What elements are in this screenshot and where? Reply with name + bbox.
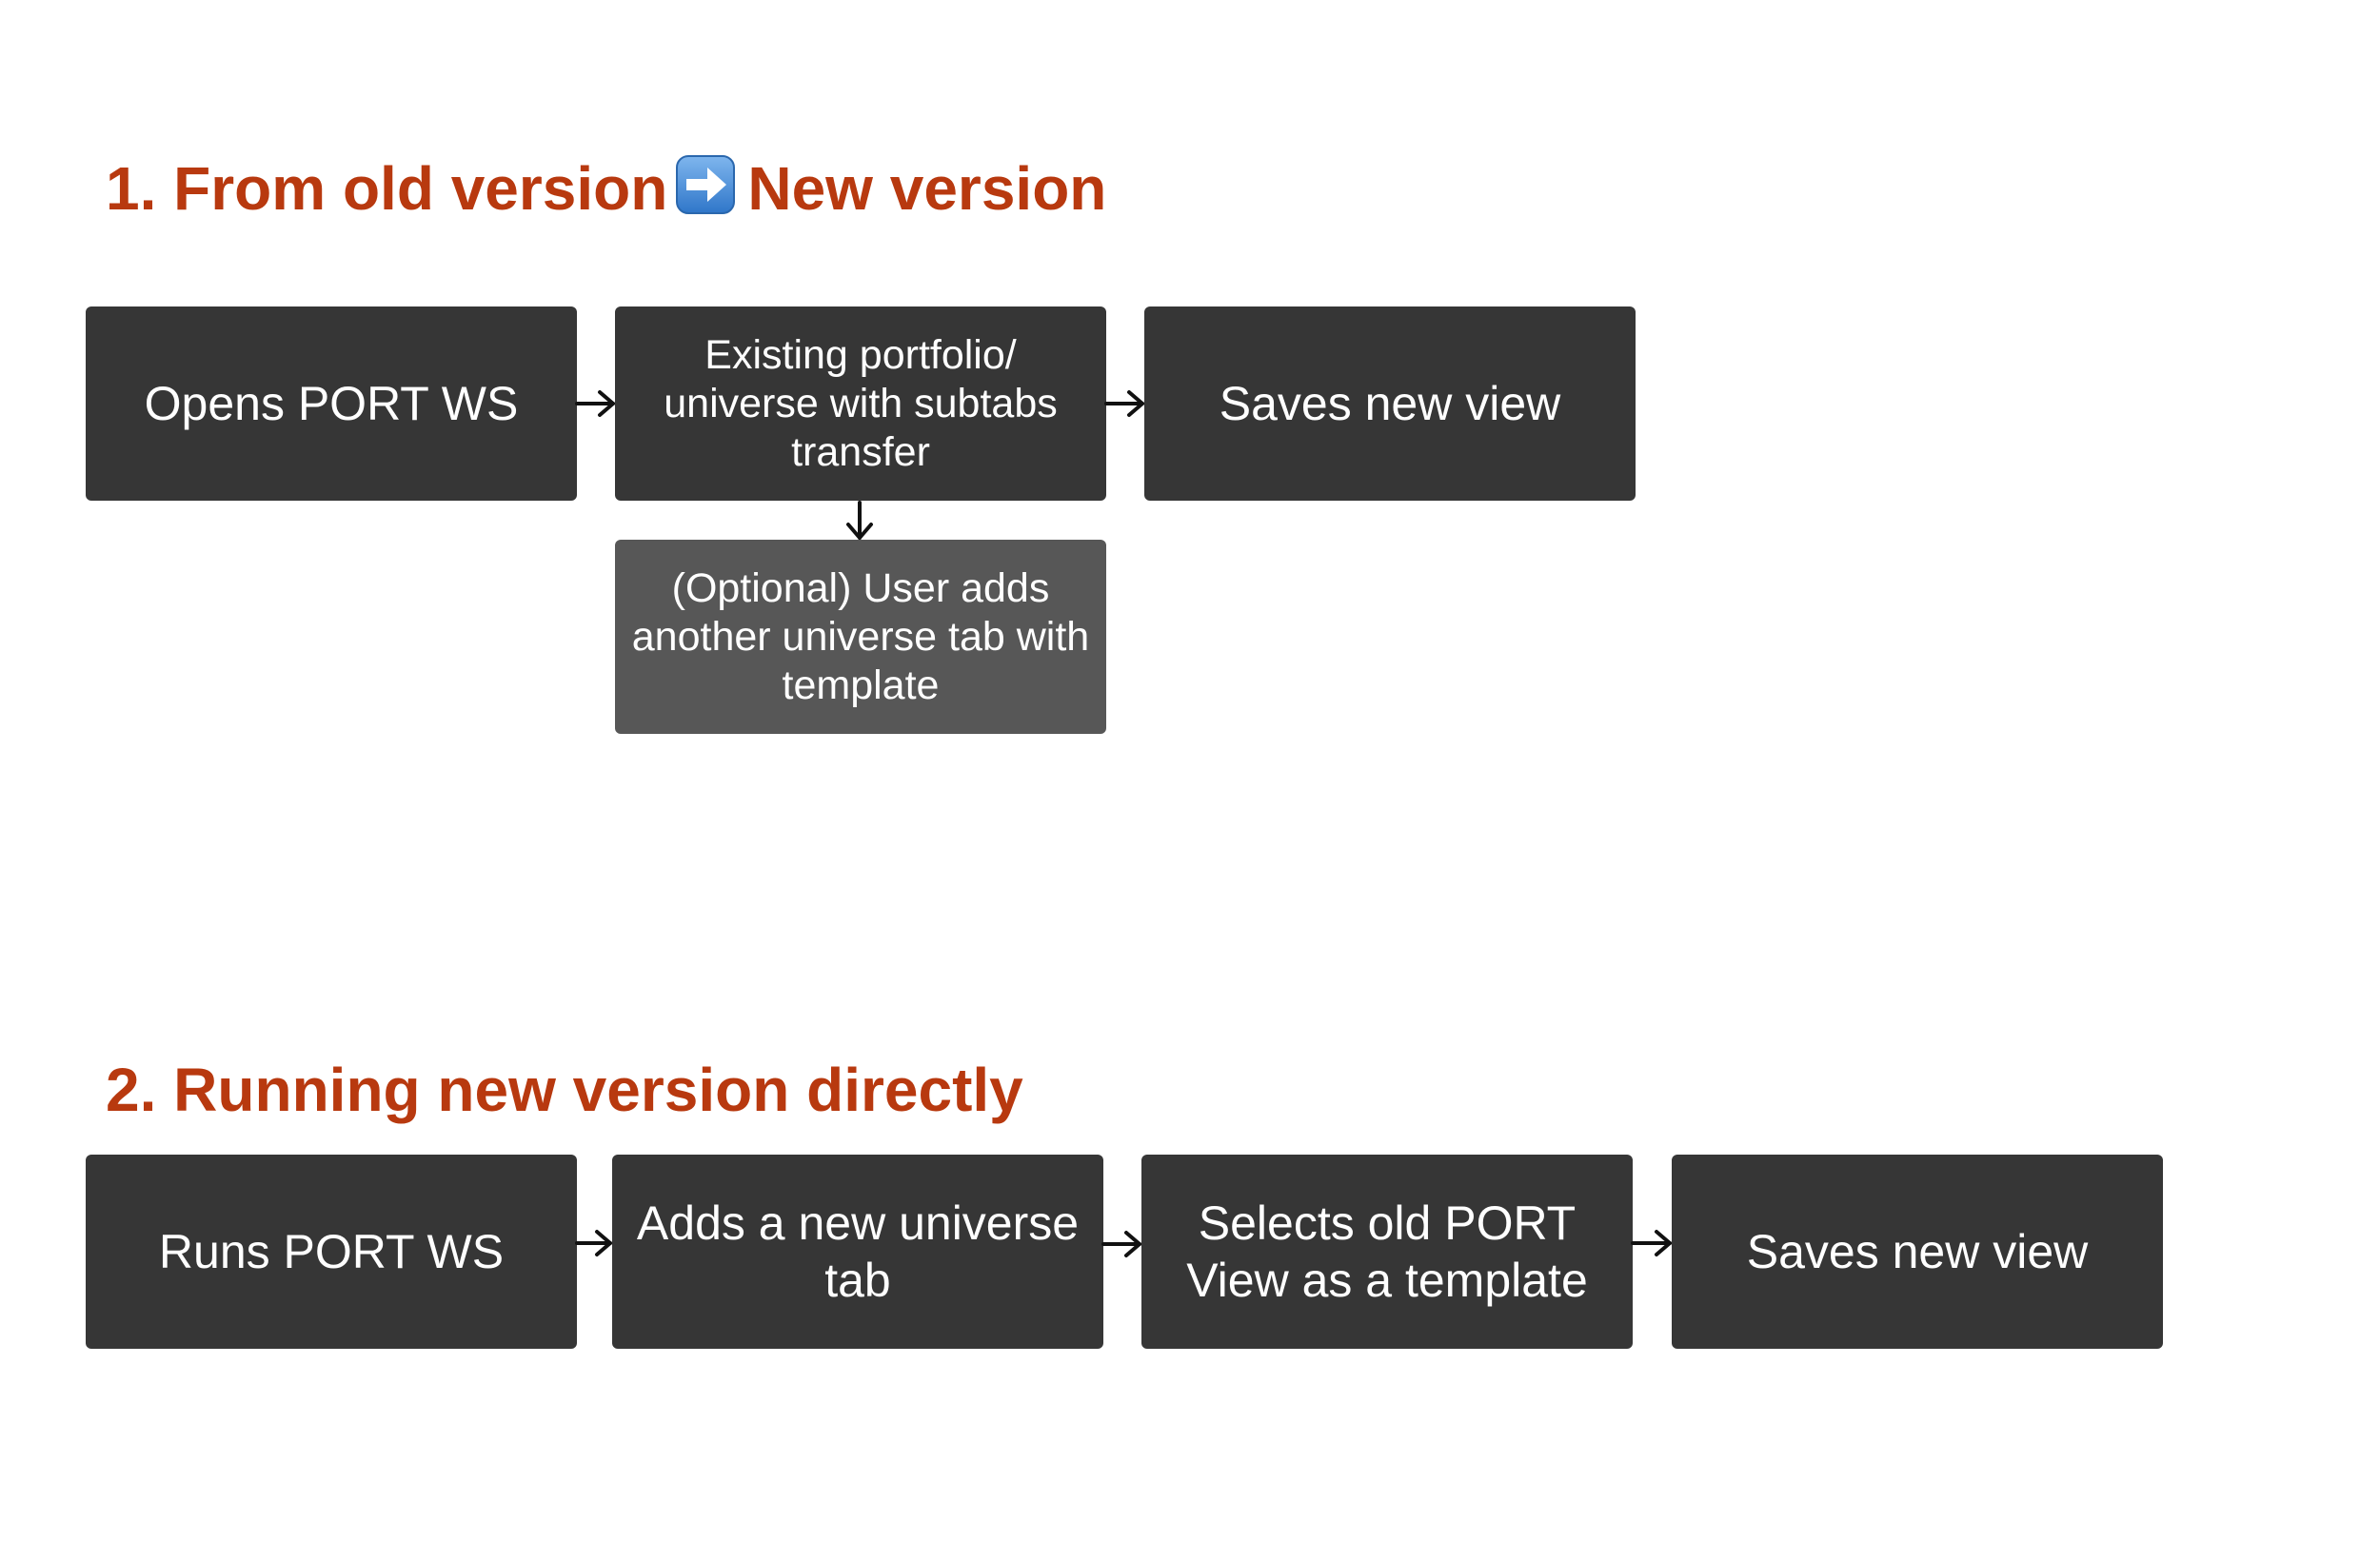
- step-saves-new-view-2: Saves new view: [1672, 1155, 2163, 1349]
- step-label: (Optional) User adds another universe ta…: [631, 564, 1090, 708]
- connector-arrow: [1631, 1230, 1672, 1256]
- right-arrow-emoji-icon: [675, 154, 736, 215]
- connector-arrow-down: [846, 501, 873, 540]
- step-label: Selects old PORT View as a template: [1186, 1196, 1588, 1307]
- connector-arrow: [575, 1230, 612, 1256]
- section-1-title-suffix: New version: [747, 154, 1107, 223]
- step-label: Saves new view: [1219, 377, 1561, 430]
- step-saves-new-view-1: Saves new view: [1144, 306, 1636, 501]
- step-runs-port-ws: Runs PORT WS: [86, 1155, 577, 1349]
- step-opens-port-ws: Opens PORT WS: [86, 306, 577, 501]
- step-existing-portfolio-transfer: Existing portfolio/ universe with subtab…: [615, 306, 1106, 501]
- connector-arrow: [1101, 1231, 1141, 1257]
- step-label: Saves new view: [1746, 1225, 2089, 1278]
- section-2-heading: 2. Running new version directly: [106, 1056, 1023, 1124]
- step-adds-new-universe-tab: Adds a new universe tab: [612, 1155, 1103, 1349]
- connector-arrow: [1104, 390, 1144, 417]
- step-label: Runs PORT WS: [158, 1225, 505, 1278]
- step-selects-old-port-view: Selects old PORT View as a template: [1141, 1155, 1633, 1349]
- section-1-title-prefix: 1. From old version: [106, 154, 668, 223]
- step-label: Opens PORT WS: [144, 377, 519, 430]
- step-optional-add-universe-tab: (Optional) User adds another universe ta…: [615, 540, 1106, 734]
- section-1-heading: 1. From old version New version: [106, 150, 1106, 227]
- step-label: Adds a new universe tab: [636, 1196, 1080, 1307]
- step-label: Existing portfolio/ universe with subtab…: [664, 331, 1058, 475]
- connector-arrow: [575, 390, 615, 417]
